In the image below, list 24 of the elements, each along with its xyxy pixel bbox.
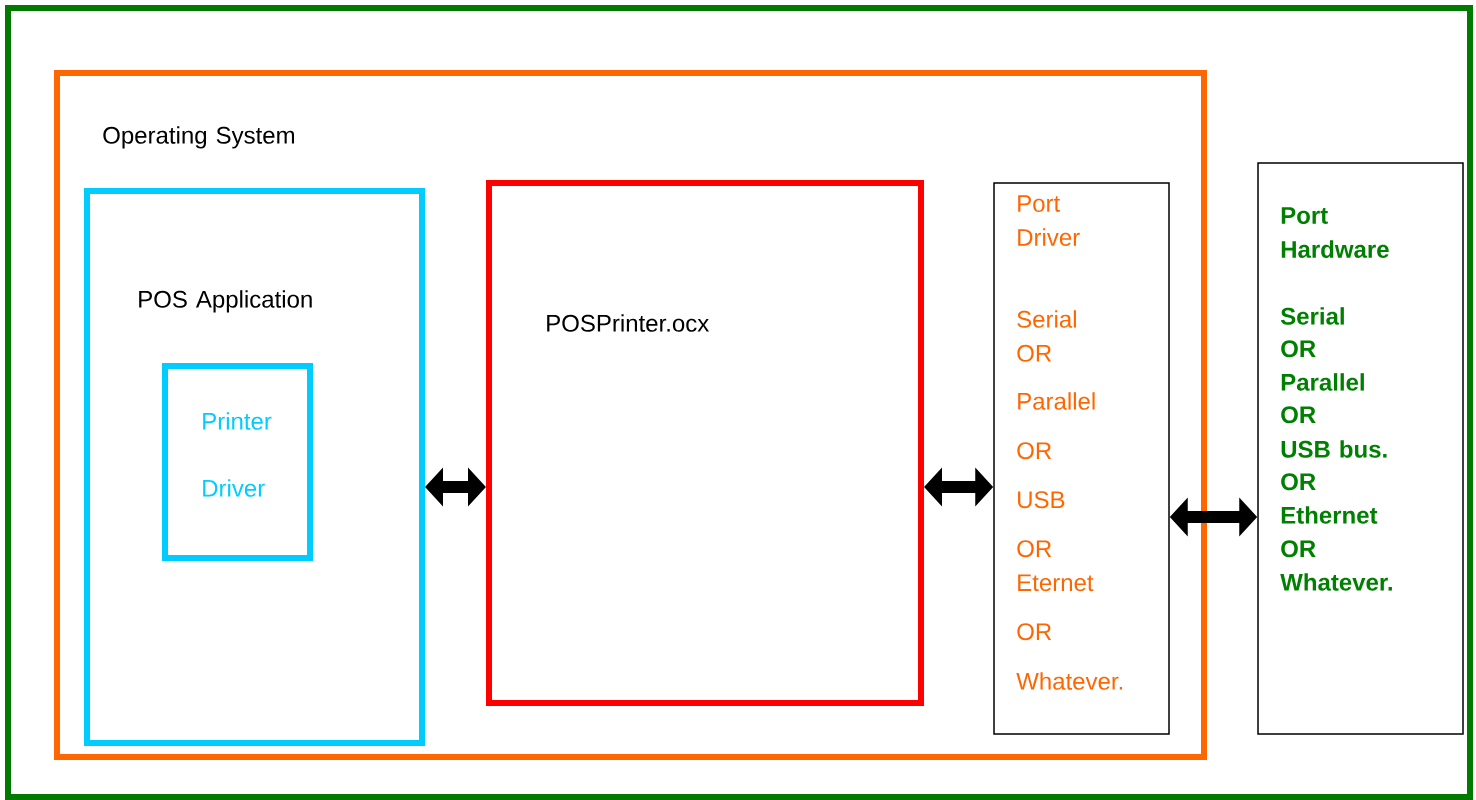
text-line: Parallel	[1281, 373, 1364, 391]
double-arrow	[425, 467, 486, 507]
text-line: Whatever.	[1016, 672, 1123, 690]
text-line: Serial	[1280, 307, 1344, 325]
label: POSPrinter.ocx	[547, 314, 709, 332]
text-line: USB	[1018, 491, 1065, 509]
text-line: Port Hardware	[1281, 207, 1389, 258]
text-line: OR	[1017, 442, 1052, 460]
text-line: Serial OR	[1017, 310, 1076, 362]
text-line: Ethernet	[1281, 506, 1378, 524]
text-line: Whatever.	[1280, 573, 1392, 591]
frame	[5, 5, 1473, 800]
label: Printer Driver	[203, 412, 272, 497]
heading: Operating System	[103, 126, 294, 149]
text-line: USB bus.	[1281, 440, 1387, 458]
text-line: OR	[1281, 406, 1316, 424]
text-line: OR Eternet	[1017, 540, 1094, 592]
text-line: OR	[1281, 473, 1316, 491]
text-line: Parallel	[1018, 392, 1095, 410]
text-line: Port Driver	[1018, 195, 1080, 246]
text-line: OR	[1281, 540, 1316, 558]
label: POS Application	[139, 290, 312, 313]
text-line: OR	[1281, 340, 1316, 358]
text-line: OR	[1017, 623, 1052, 641]
